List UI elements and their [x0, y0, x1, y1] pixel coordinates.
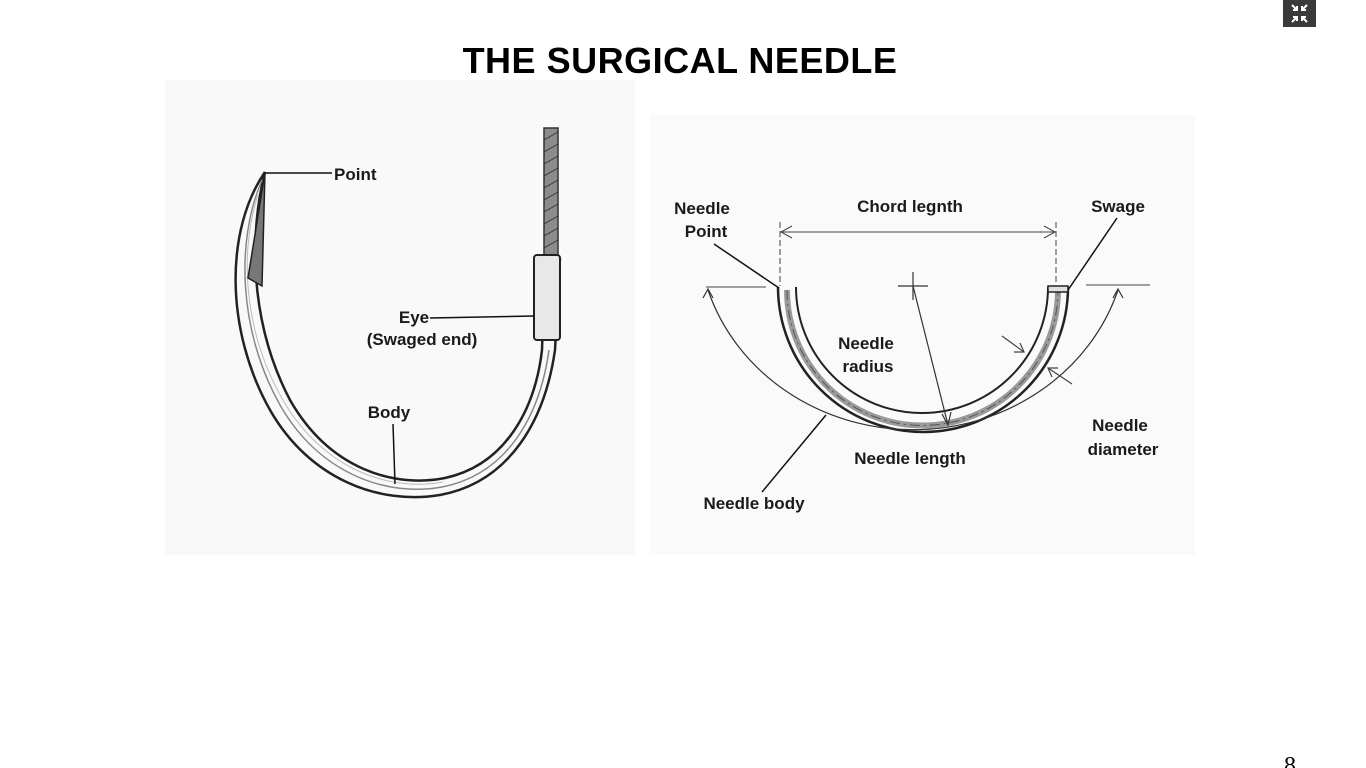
label-eye-swaged-end: (Swaged end)	[367, 330, 478, 349]
chord-length-dimension	[779, 222, 1057, 286]
label-needle-point-line2: Point	[685, 222, 728, 241]
right-leader-lines	[713, 217, 1118, 493]
collapse-arrows-icon	[1291, 4, 1308, 23]
label-swage: Swage	[1091, 197, 1145, 216]
label-needle-diameter-line2: diameter	[1088, 440, 1159, 459]
label-needle-body: Needle body	[703, 494, 805, 513]
label-needle-point: Needle	[674, 199, 730, 218]
label-body: Body	[368, 403, 411, 422]
exit-fullscreen-button[interactable]	[1283, 0, 1316, 27]
needle-diameter-arrows	[1001, 335, 1073, 385]
label-chord-length: Chord legnth	[857, 197, 963, 216]
label-needle-radius-line2: radius	[842, 357, 893, 376]
right-needle-illustration	[702, 284, 1150, 434]
label-eye: Eye	[399, 308, 429, 327]
label-needle-diameter: Needle	[1092, 416, 1148, 435]
label-point: Point	[334, 165, 377, 184]
page-number: 8	[1284, 753, 1296, 768]
label-needle-length: Needle length	[854, 449, 965, 468]
right-figure-background	[650, 115, 1195, 555]
label-needle-radius: Needle	[838, 334, 894, 353]
needle-radius-line	[898, 272, 952, 427]
left-needle-illustration	[234, 127, 562, 499]
left-leader-lines	[265, 172, 535, 485]
slide-title: THE SURGICAL NEEDLE	[462, 40, 898, 81]
